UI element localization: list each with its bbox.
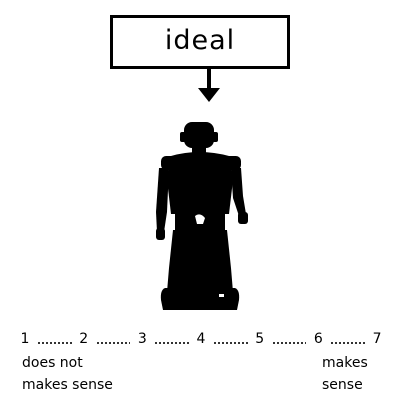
scale-dotted-line	[213, 342, 248, 344]
down-arrow-icon	[198, 68, 220, 102]
scale-dotted-line	[271, 342, 307, 344]
scale-dotted-line	[37, 342, 72, 344]
high-anchor-line-1: makes	[322, 355, 368, 371]
scale-point-2: 2	[79, 331, 89, 347]
condition-label-box: ideal	[110, 15, 290, 69]
scale-point-1: 1	[20, 331, 30, 347]
condition-label: ideal	[164, 25, 236, 56]
scale-dotted-line	[330, 342, 366, 344]
high-anchor-line-2: sense	[322, 377, 363, 393]
scale-high-anchor-label: makes sense	[322, 352, 388, 396]
scale-point-6: 6	[313, 331, 323, 347]
scale-dotted-line	[95, 342, 131, 344]
scale-point-4: 4	[196, 331, 206, 347]
scale-dotted-line	[154, 342, 190, 344]
scale-low-anchor-label: does not makes sense	[22, 352, 142, 396]
scale-point-7: 7	[372, 331, 382, 347]
rating-scale: 1 2 3 4 5 6 7	[18, 318, 384, 346]
scale-point-3: 3	[137, 331, 147, 347]
robot-silhouette-icon	[156, 122, 248, 310]
low-anchor-line-1: does not	[22, 355, 83, 371]
scale-point-5: 5	[255, 331, 265, 347]
low-anchor-line-2: makes sense	[22, 377, 113, 393]
